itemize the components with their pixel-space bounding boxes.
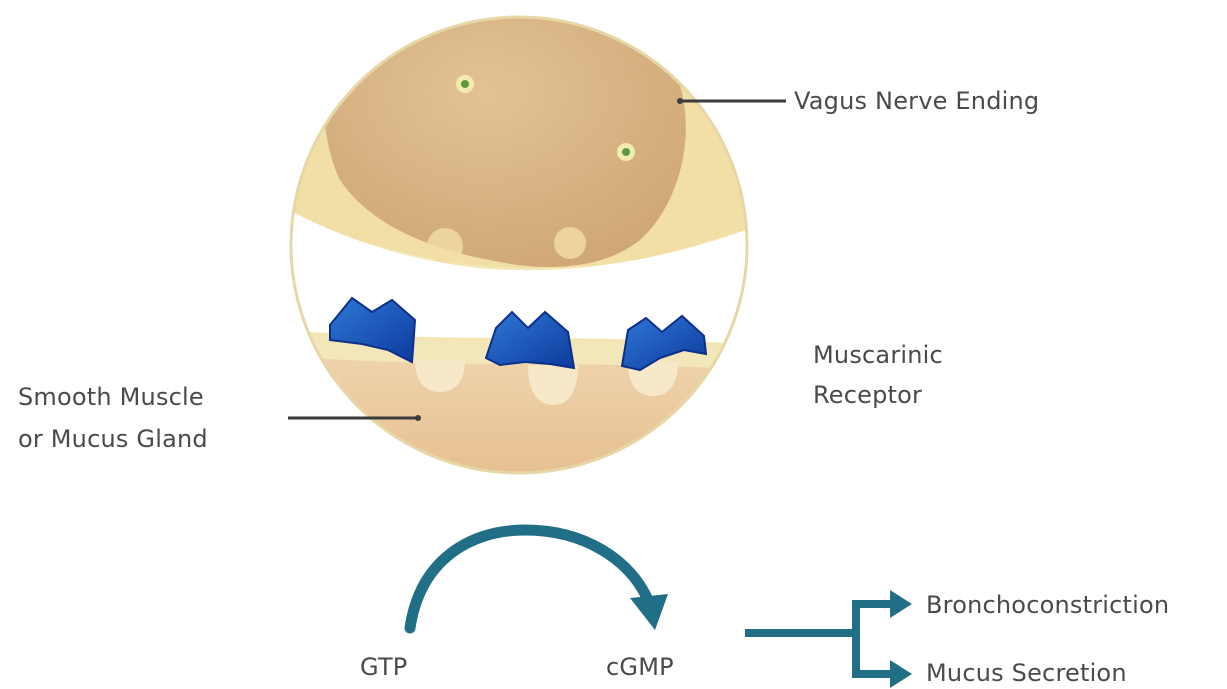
magnified-synapse-view bbox=[280, 0, 760, 480]
label-gtp: GTP bbox=[360, 652, 407, 682]
label-mucus-secretion: Mucus Secretion bbox=[926, 658, 1127, 688]
arrowhead-icon bbox=[890, 660, 912, 688]
conversion-arrow bbox=[410, 530, 648, 628]
vesicle-bump bbox=[427, 228, 463, 264]
neurotransmitter-dot bbox=[622, 148, 630, 156]
neurotransmitter-dot bbox=[461, 80, 469, 88]
vesicle-bump bbox=[554, 227, 586, 259]
label-smooth-muscle-line2: or Mucus Gland bbox=[18, 424, 208, 454]
label-smooth-muscle-line1: Smooth Muscle bbox=[18, 382, 204, 412]
smooth-muscle-pointer-dot bbox=[415, 415, 421, 421]
vagus-pointer-dot bbox=[677, 98, 683, 104]
label-bronchoconstriction: Bronchoconstriction bbox=[926, 590, 1169, 620]
label-muscarinic-line2: Receptor bbox=[813, 380, 922, 410]
arrowhead-icon bbox=[890, 590, 912, 618]
conversion-arrowhead-icon bbox=[630, 594, 668, 630]
label-cgmp: cGMP bbox=[606, 652, 674, 682]
label-muscarinic-line1: Muscarinic bbox=[813, 340, 943, 370]
label-vagus-nerve-ending: Vagus Nerve Ending bbox=[794, 86, 1039, 116]
